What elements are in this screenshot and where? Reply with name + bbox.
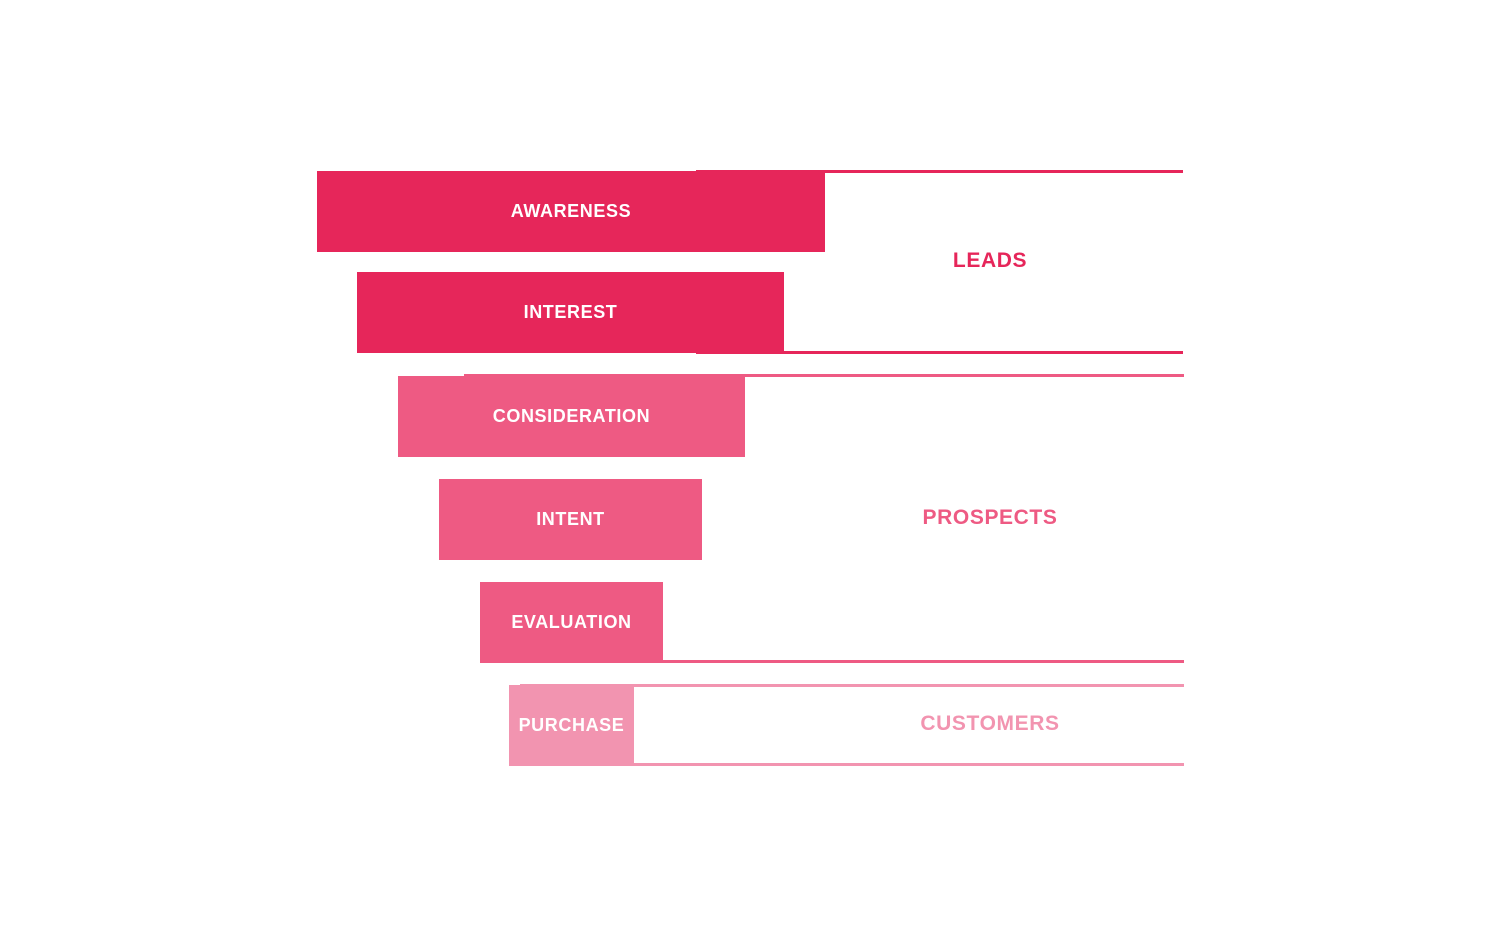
funnel-stage-label: EVALUATION — [511, 612, 632, 632]
group-label-leads: LEADS — [952, 249, 1028, 272]
leads-bracket-bottom-line — [696, 351, 1183, 354]
customers-bracket-bottom-line — [520, 763, 1184, 766]
funnel-stage-intent: INTENT — [439, 479, 702, 560]
funnel-stage-label: INTENT — [536, 509, 605, 529]
funnel-stage-label: AWARENESS — [510, 201, 632, 221]
funnel-stage-consideration: CONSIDERATION — [398, 376, 745, 457]
prospects-bracket-top-line — [464, 374, 1184, 377]
group-label-prospects: PROSPECTS — [922, 506, 1058, 529]
funnel-stage-label: PURCHASE — [518, 715, 625, 735]
customers-bracket-top-line — [520, 684, 1184, 687]
funnel-stage-label: INTEREST — [523, 302, 618, 322]
funnel-stage-evaluation: EVALUATION — [480, 582, 663, 663]
group-label-customers: CUSTOMERS — [920, 712, 1060, 735]
funnel-stage-purchase: PURCHASE — [509, 685, 634, 766]
prospects-bracket-bottom-line — [520, 660, 1184, 663]
leads-bracket-top-line — [696, 170, 1183, 173]
funnel-stage-interest: INTEREST — [357, 272, 784, 353]
funnel-stage-label: CONSIDERATION — [492, 406, 651, 426]
funnel-stage-awareness: AWARENESS — [317, 171, 825, 252]
